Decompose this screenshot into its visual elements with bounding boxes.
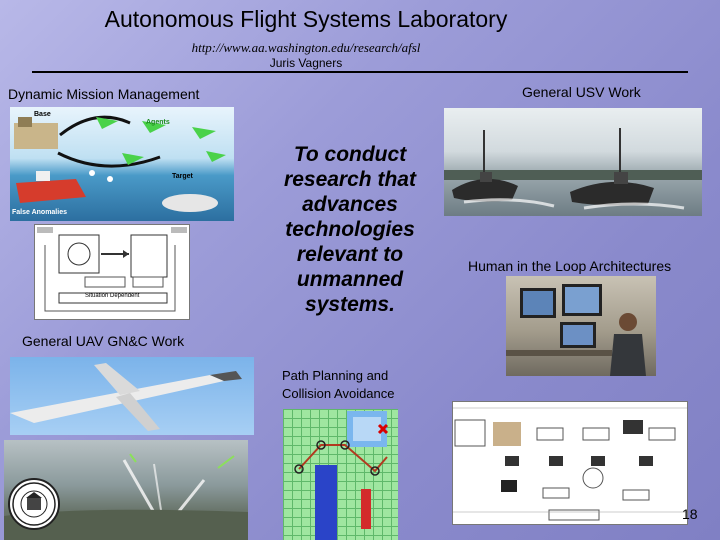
path-planning-grid-map xyxy=(283,409,398,540)
control-architecture-diagram: Situation Dependent xyxy=(34,224,190,320)
usv-boats-image xyxy=(444,108,702,216)
slide-title: Autonomous Flight Systems Laboratory xyxy=(104,6,508,32)
university-seal-icon xyxy=(8,478,60,530)
hitl-lab-photo xyxy=(506,276,656,376)
mission-scenario-image: Base Agents Target False Anomalies xyxy=(10,107,234,221)
hitl-label: Human in the Loop Architectures xyxy=(468,258,672,274)
base-label: Base xyxy=(34,111,51,118)
hitl-architecture-diagram xyxy=(452,401,688,525)
title-divider xyxy=(32,71,688,73)
usv-label: General USV Work xyxy=(522,84,641,100)
false-anomalies-label: False Anomalies xyxy=(12,209,67,216)
dynamic-mission-label: Dynamic Mission Management xyxy=(8,86,200,102)
target-label: Target xyxy=(172,173,193,180)
path-planning-label: Path Planning and Collision Avoidance xyxy=(282,368,395,401)
situation-dependent-label: Situation Dependent xyxy=(85,293,140,299)
uav-flight-paths-image xyxy=(4,440,248,540)
author-name: Juris Vagners xyxy=(269,56,343,70)
agents-label: Agents xyxy=(146,119,170,126)
lab-url[interactable]: http://www.aa.washington.edu/research/af… xyxy=(191,40,421,55)
mission-statement: To conduct research that advances techno… xyxy=(284,143,416,316)
uav-label: General UAV GN&C Work xyxy=(22,333,185,349)
page-number: 18 xyxy=(682,506,698,522)
uav-flight-image xyxy=(10,357,254,435)
